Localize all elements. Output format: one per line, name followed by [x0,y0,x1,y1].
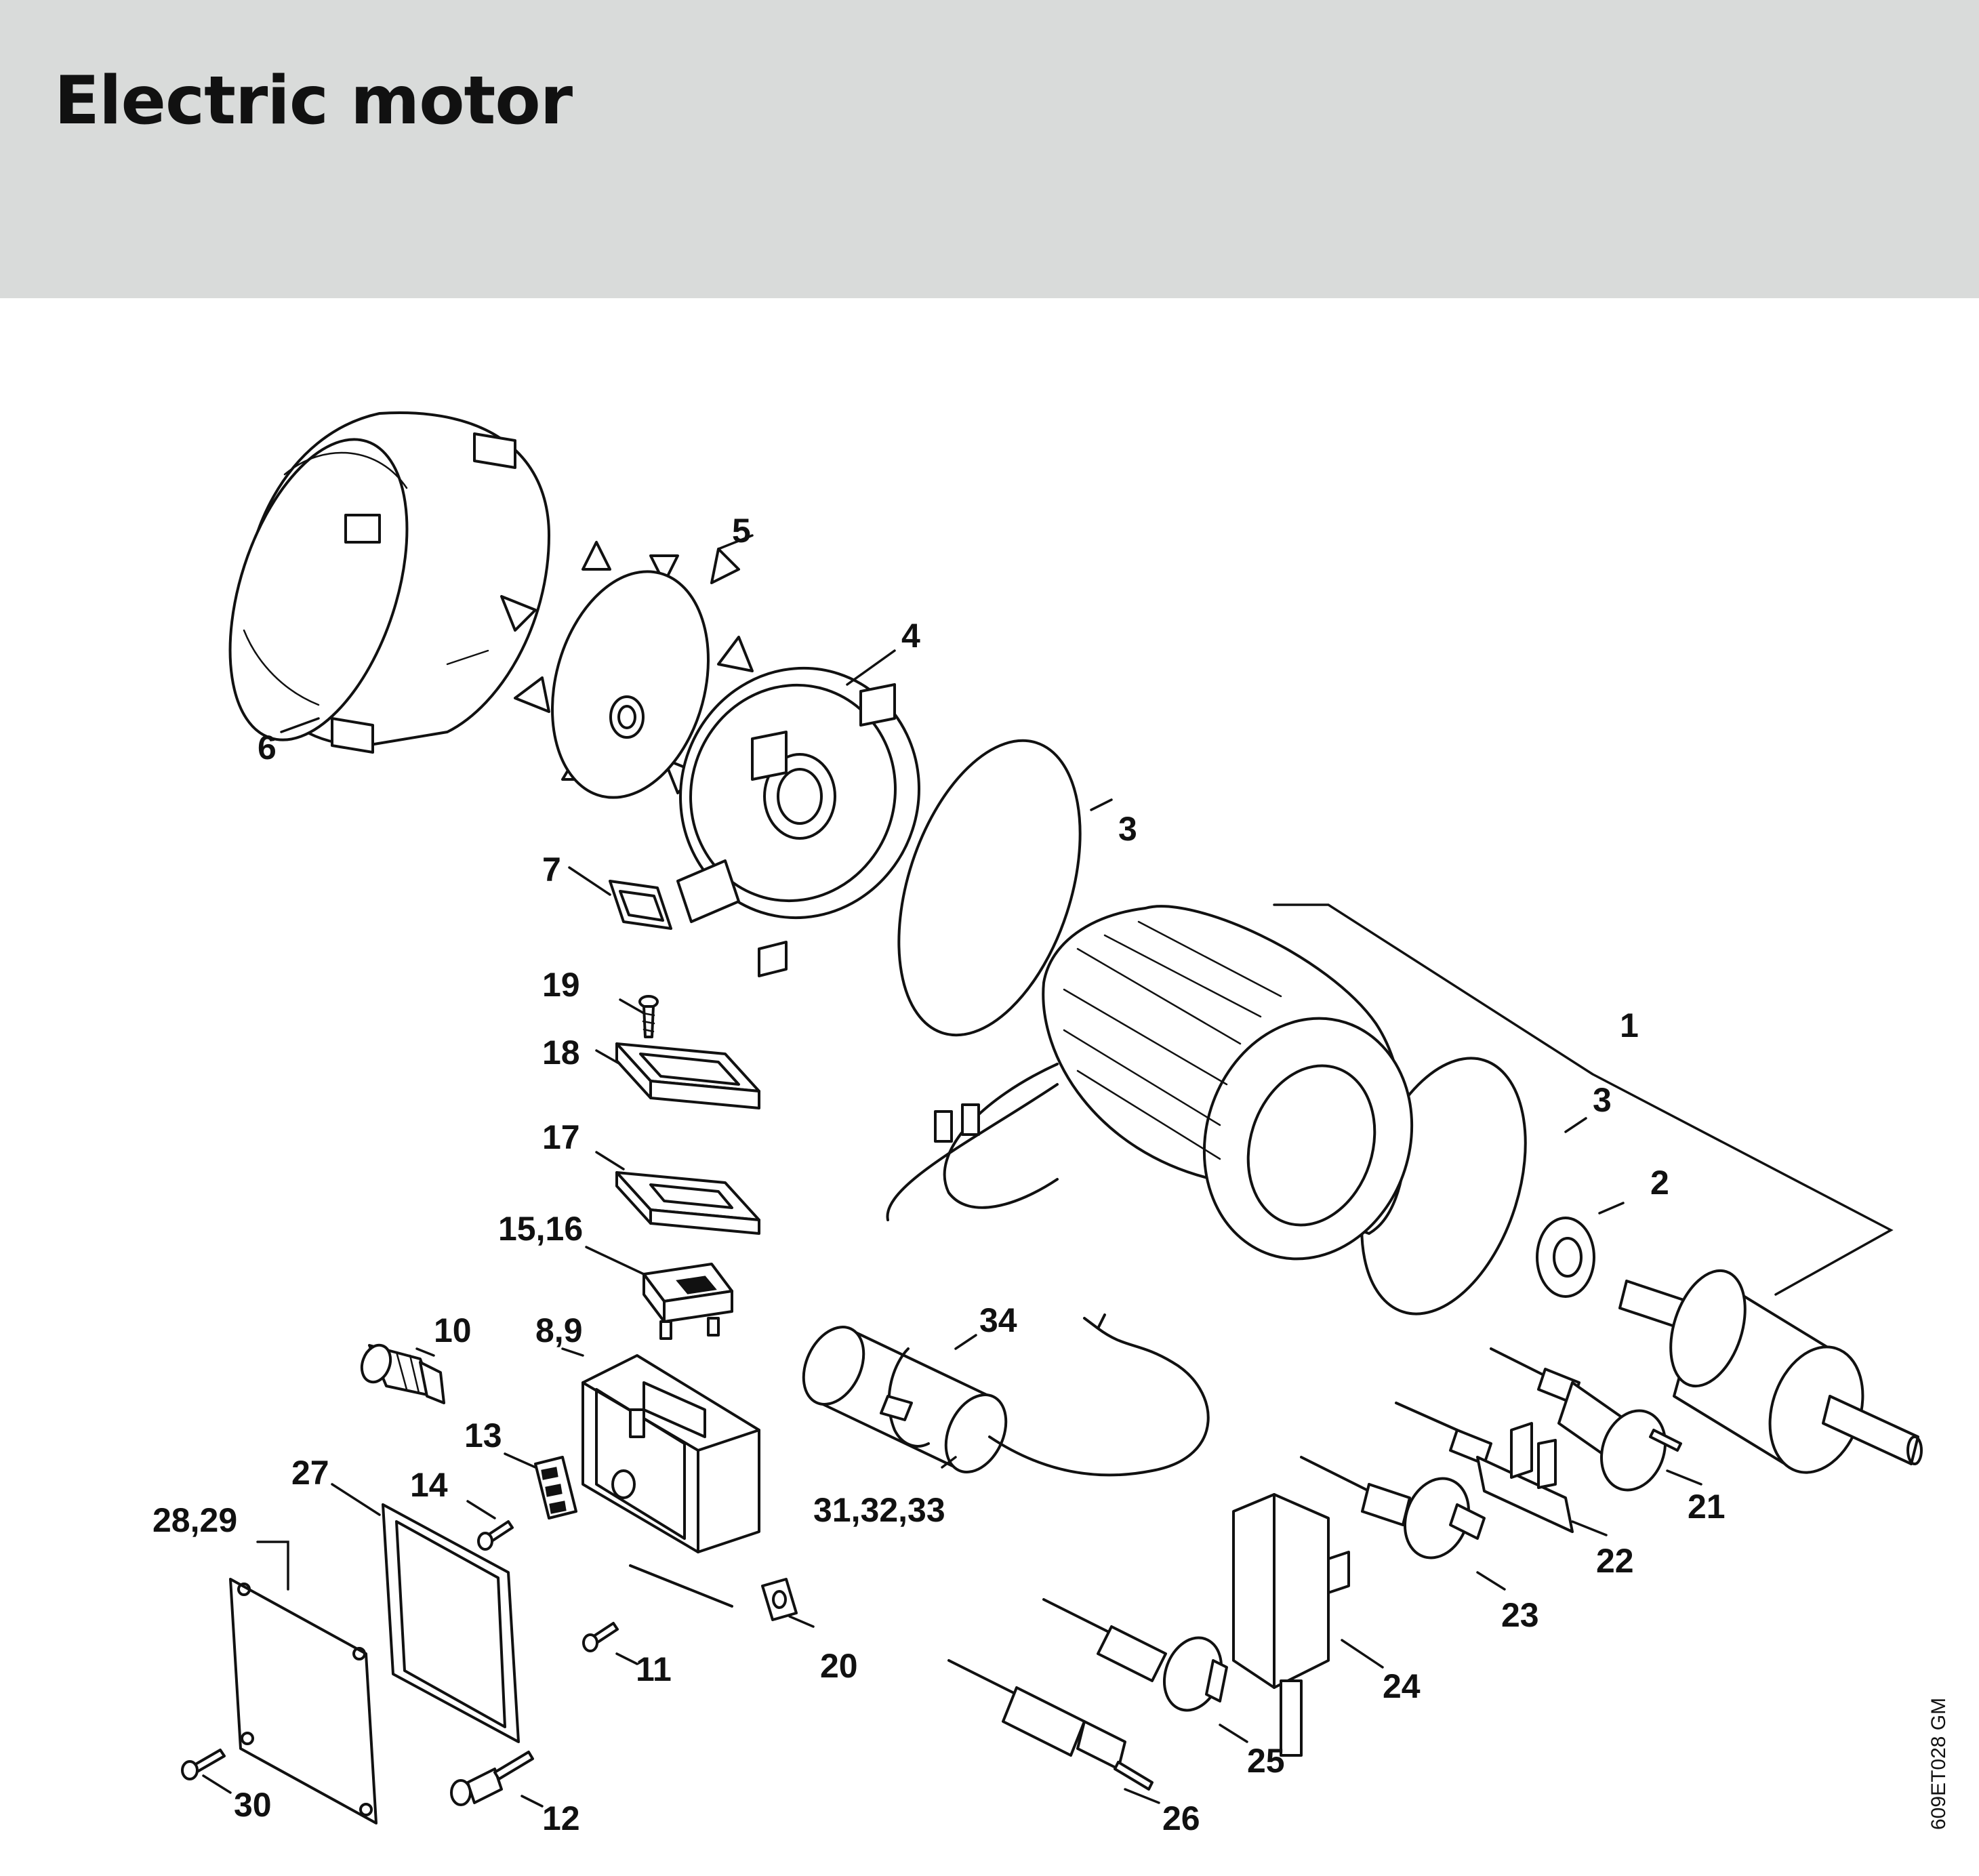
callout-19: 19 [542,966,580,1004]
callout-20: 20 [820,1647,858,1685]
screw-part [582,1622,619,1652]
callout-15-16: 15,16 [498,1210,583,1248]
callout-5: 5 [732,512,751,550]
uk-plug-part [1395,1402,1574,1533]
cee-plug-part [1300,1456,1486,1559]
terminal-box-part [582,1354,760,1608]
ground-terminal-part [450,1751,534,1806]
callout-21: 21 [1688,1488,1726,1526]
cover-plate-part [229,1578,378,1824]
callout-1: 1 [1620,1006,1639,1044]
callout-28-29: 28,29 [152,1501,237,1539]
screw-part [638,995,659,1038]
callout-26: 26 [1162,1799,1200,1837]
fan-part [500,541,754,799]
callout-18: 18 [542,1034,580,1072]
leader-lines [202,534,1894,1808]
cable-gland-part [360,1343,445,1404]
callout-25: 25 [1247,1742,1285,1780]
o-ring-part [897,739,1082,1037]
seal-plate-part [615,1171,760,1235]
callout-24: 24 [1383,1667,1421,1705]
rotor-part [1618,1269,1923,1474]
callout-31-32-33: 31,32,33 [813,1491,945,1529]
callout-2: 2 [1650,1164,1669,1202]
callout-11: 11 [636,1650,672,1688]
callout-3: 3 [1593,1081,1612,1119]
image-reference-code: 609ET028 GM [1927,1698,1950,1830]
bearing-part [1536,1217,1595,1298]
callout-23: 23 [1501,1596,1539,1634]
schuko-plug-part [1490,1347,1682,1492]
capacitor-part [802,1313,1210,1477]
callout-8-9: 8,9 [535,1311,583,1349]
gasket-part [609,880,672,930]
header-band [0,0,1979,298]
callout-27: 27 [291,1454,329,1492]
cover-gasket-part [382,1503,520,1743]
rocker-switch-part [642,1263,733,1340]
callout-22: 22 [1596,1542,1634,1580]
callout-4: 4 [901,617,920,655]
callout-12: 12 [542,1799,580,1837]
page-title: Electric motor [54,62,573,140]
clip-part [761,1578,798,1621]
callout-34: 34 [979,1301,1017,1339]
stator-part [886,905,1414,1261]
angled-plug-part [1232,1493,1350,1757]
callout-17: 17 [542,1118,580,1156]
callout-7: 7 [542,851,561,889]
callout-30: 30 [234,1786,272,1824]
screw-part [477,1520,514,1551]
callout-10: 10 [434,1311,472,1349]
callout-13: 13 [464,1416,502,1454]
end-bracket-part [676,666,920,977]
fan-cover-part [228,411,550,754]
callout-14: 14 [410,1466,448,1504]
callout-3: 3 [1118,810,1137,848]
screw-part [181,1749,226,1780]
terminal-block-part [534,1456,577,1520]
us-plug-part [947,1659,1154,1791]
switch-frame-part [615,1042,760,1109]
callout-6: 6 [258,729,277,767]
au-plug-part [1042,1598,1228,1712]
